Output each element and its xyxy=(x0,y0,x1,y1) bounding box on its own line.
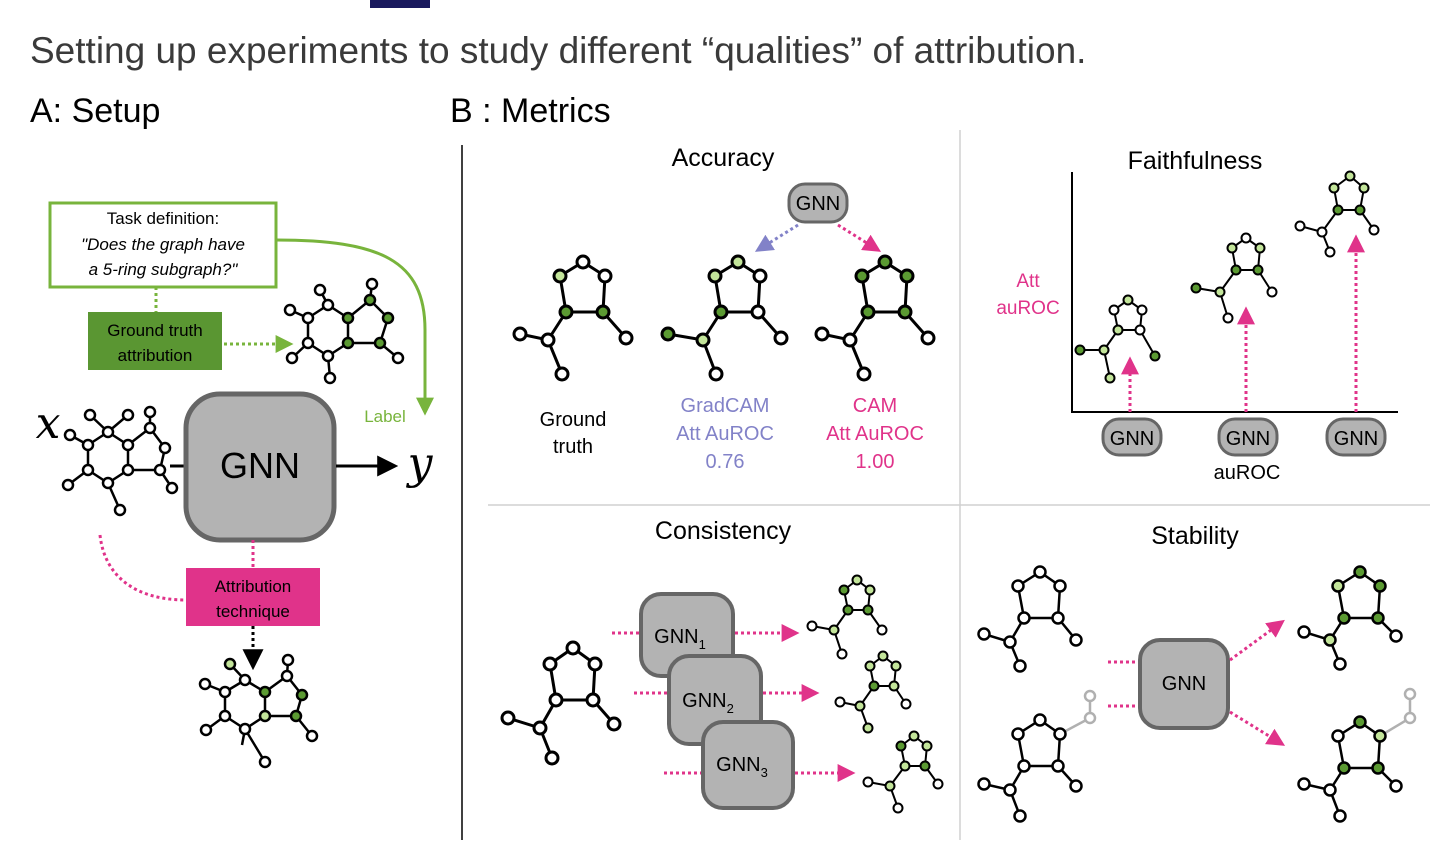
task-title: Task definition: xyxy=(107,209,219,228)
faith-gnn-2: GNN xyxy=(1217,417,1279,457)
faith-gnn-3-label: GNN xyxy=(1334,428,1378,450)
faith-ylabel-1: Att xyxy=(1016,271,1040,292)
stability-gnn-label: GNN xyxy=(1162,673,1206,695)
consistency-gnn-3: GNN3 xyxy=(701,720,795,810)
stability-out-molecule-1 xyxy=(1297,565,1403,671)
faith-gnn-1-label: GNN xyxy=(1110,428,1154,450)
stability-out-molecule-2 xyxy=(1297,687,1417,823)
y-symbol: y xyxy=(406,438,434,489)
faith-molecule-3 xyxy=(1294,170,1380,258)
accuracy-gt-molecule xyxy=(512,254,634,382)
faith-ylabel-2: auROC xyxy=(996,298,1059,319)
consistency-out-molecule-2 xyxy=(834,650,912,734)
stability-in-molecule-1 xyxy=(977,565,1083,673)
stab-out-2 xyxy=(1229,710,1286,746)
consistency-out-molecule-1 xyxy=(806,574,888,660)
faithfulness-title: Faithfulness xyxy=(1128,147,1263,175)
attr-line-2: technique xyxy=(216,602,290,621)
attribution-technique-box: Attribution technique xyxy=(186,568,320,626)
task-definition-box: Task definition: "Does the graph have a … xyxy=(48,201,278,289)
ground-truth-box: Ground truth attribution xyxy=(88,312,222,370)
input-molecule xyxy=(61,405,179,517)
accuracy-gradcam-molecule xyxy=(660,254,789,382)
stab-out-1 xyxy=(1229,619,1285,662)
gt-label-1: Ground xyxy=(540,409,607,431)
faith-gnn-3: GNN xyxy=(1325,417,1387,457)
cam-label-2: Att AuROC xyxy=(826,423,924,445)
task-line-2: a 5-ring subgraph?" xyxy=(89,260,239,279)
stability-in-molecule-2 xyxy=(977,689,1097,823)
gradcam-value: 0.76 xyxy=(706,451,745,473)
consistency-input-molecule xyxy=(500,640,622,766)
label-arrow xyxy=(275,238,434,416)
cons-gnn-2-label: GNN2 xyxy=(682,690,734,716)
gt-label-2: truth xyxy=(553,436,593,458)
gradcam-label-1: GradCAM xyxy=(681,395,770,417)
stability-gnn: GNN xyxy=(1138,638,1230,730)
faith-gnn-1: GNN xyxy=(1101,417,1163,457)
gradcam-label-2: Att AuROC xyxy=(676,423,774,445)
consistency-out-molecule-3 xyxy=(862,730,944,814)
output-molecule xyxy=(198,653,319,769)
accuracy-gnn-label: GNN xyxy=(796,193,840,215)
section-b-heading: B : Metrics xyxy=(450,92,611,130)
faith-axes xyxy=(1071,172,1398,413)
faith-molecule-2 xyxy=(1190,232,1278,324)
cam-arrow xyxy=(837,223,882,252)
accuracy-title: Accuracy xyxy=(672,144,775,172)
faith-gnn-2-label: GNN xyxy=(1226,428,1270,450)
faith-molecule-1 xyxy=(1074,294,1161,384)
accuracy-cam-molecule xyxy=(814,254,936,382)
accuracy-gnn: GNN xyxy=(787,182,849,224)
x-symbol: x xyxy=(36,398,61,449)
gt-line-1: Ground truth xyxy=(107,321,202,340)
stability-title: Stability xyxy=(1151,522,1239,550)
gt-line-2: attribution xyxy=(118,346,193,365)
label-text: Label xyxy=(364,407,406,426)
input-attr-link xyxy=(98,534,187,602)
section-a-heading: A: Setup xyxy=(30,92,161,130)
cons-gnn-1-label: GNN1 xyxy=(654,626,706,652)
faith-xlabel: auROC xyxy=(1214,462,1281,484)
consistency-title: Consistency xyxy=(655,517,792,545)
page-subtitle: Setting up experiments to study differen… xyxy=(30,30,1087,71)
gt-molecule xyxy=(283,277,405,385)
cut-title-fragment xyxy=(370,0,430,8)
gradcam-arrow xyxy=(754,223,799,252)
gnn-main: GNN xyxy=(183,391,337,543)
task-line-1: "Does the graph have xyxy=(81,235,245,254)
cam-label-1: CAM xyxy=(853,395,897,417)
gnn-main-label: GNN xyxy=(220,445,300,486)
cons-gnn-3-label: GNN3 xyxy=(716,754,768,780)
attr-line-1: Attribution xyxy=(215,577,292,596)
cam-value: 1.00 xyxy=(856,451,895,473)
